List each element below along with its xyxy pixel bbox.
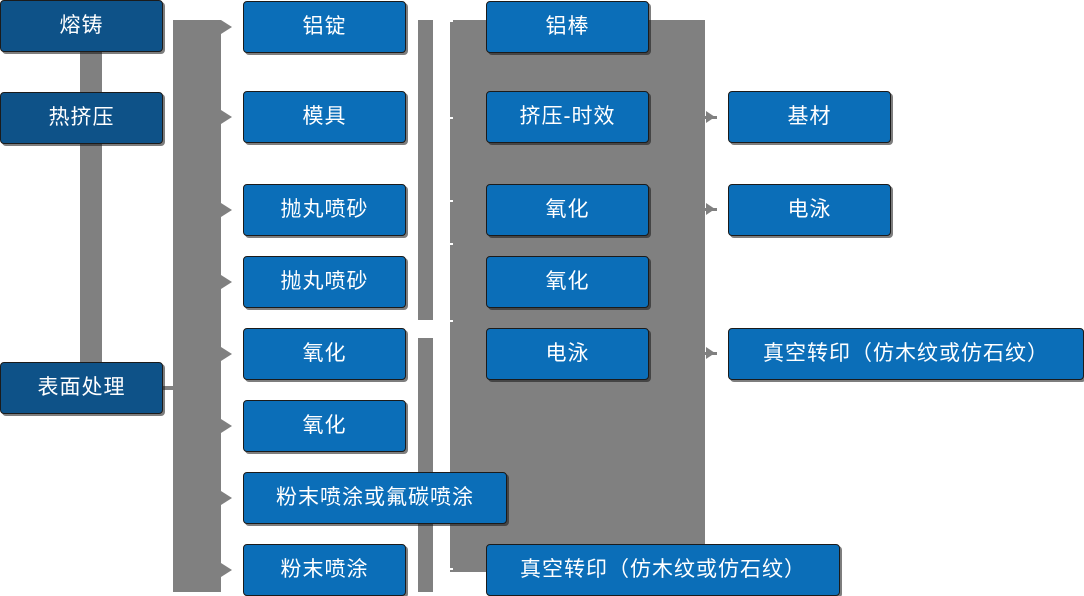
arrow-to-output-1: [706, 111, 715, 123]
tick-separator-4: [433, 243, 453, 245]
arrow-down-to-surface-treatment: [84, 330, 98, 341]
connector-stub-surface-treatment: [160, 386, 182, 390]
tick-separator-2: [433, 117, 453, 119]
node-label: 挤压-时效: [519, 105, 616, 129]
node-label: 基材: [787, 105, 832, 129]
tick-separator-1: [433, 20, 453, 22]
arrow-to-output-3: [706, 347, 715, 359]
node-label: 铝锭: [302, 15, 347, 39]
node-label: 粉末喷涂: [280, 558, 369, 582]
stage-node-hot-extrusion[interactable]: 热挤压: [0, 92, 163, 144]
arrow-down-to-hot-extrusion: [84, 72, 98, 83]
arrow-to-process-7: [221, 491, 232, 505]
stage-node-surface-treatment[interactable]: 表面处理: [0, 362, 163, 414]
process-node-oxidation-1[interactable]: 氧化: [243, 328, 406, 380]
tick-separator-6: [433, 568, 453, 570]
connector-riser-b: [418, 338, 433, 592]
process-node-mold[interactable]: 模具: [243, 91, 406, 143]
node-label: 表面处理: [37, 376, 126, 400]
arrow-to-process-2: [221, 110, 232, 124]
treatment-node-aluminum-bar[interactable]: 铝棒: [486, 1, 649, 53]
arrow-to-process-4: [221, 275, 232, 289]
treatment-node-oxidation-2[interactable]: 氧化: [486, 256, 649, 308]
node-label: 热挤压: [48, 106, 115, 130]
node-label: 模具: [302, 105, 347, 129]
process-node-shot-blasting-2[interactable]: 抛丸喷砂: [243, 256, 406, 308]
process-node-powder-coating[interactable]: 粉末喷涂: [243, 544, 406, 596]
output-node-substrate[interactable]: 基材: [728, 91, 891, 143]
node-label: 抛丸喷砂: [280, 270, 369, 294]
tick-separator-5: [433, 320, 453, 322]
node-label: 熔铸: [59, 14, 104, 38]
tick-separator-3: [433, 200, 453, 202]
process-node-powder-or-fluorocarbon-coating[interactable]: 粉末喷涂或氟碳喷涂: [243, 472, 507, 524]
connector-bar-process: [173, 20, 221, 592]
node-label: 氧化: [545, 270, 590, 294]
arrow-to-output-2: [706, 203, 715, 215]
node-label: 粉末喷涂或氟碳喷涂: [276, 486, 474, 510]
node-label: 铝棒: [545, 15, 590, 39]
process-node-shot-blasting-1[interactable]: 抛丸喷砂: [243, 184, 406, 236]
node-label: 真空转印（仿木纹或仿石纹）: [520, 558, 806, 582]
stage-node-melting-casting[interactable]: 熔铸: [0, 0, 163, 52]
arrow-to-process-1: [221, 20, 232, 34]
output-node-electrophoresis[interactable]: 电泳: [728, 184, 891, 236]
arrow-to-process-8: [221, 563, 232, 577]
node-label: 真空转印（仿木纹或仿石纹）: [763, 342, 1049, 366]
arrow-to-process-6: [221, 419, 232, 433]
connector-riser-a: [418, 20, 433, 320]
arrow-to-process-5: [221, 347, 232, 361]
node-label: 电泳: [545, 342, 590, 366]
treatment-node-vacuum-transfer-printing[interactable]: 真空转印（仿木纹或仿石纹）: [486, 544, 840, 596]
process-node-oxidation-2[interactable]: 氧化: [243, 400, 406, 452]
node-label: 电泳: [787, 198, 832, 222]
node-label: 氧化: [545, 198, 590, 222]
node-label: 氧化: [302, 414, 347, 438]
treatment-node-extrusion-aging[interactable]: 挤压-时效: [486, 91, 649, 143]
arrow-to-process-3: [221, 203, 232, 217]
output-node-vacuum-transfer-printing[interactable]: 真空转印（仿木纹或仿石纹）: [728, 328, 1084, 380]
node-label: 氧化: [302, 342, 347, 366]
treatment-node-oxidation-1[interactable]: 氧化: [486, 184, 649, 236]
node-label: 抛丸喷砂: [280, 198, 369, 222]
treatment-node-electrophoresis[interactable]: 电泳: [486, 328, 649, 380]
process-node-aluminum-ingot[interactable]: 铝锭: [243, 1, 406, 53]
